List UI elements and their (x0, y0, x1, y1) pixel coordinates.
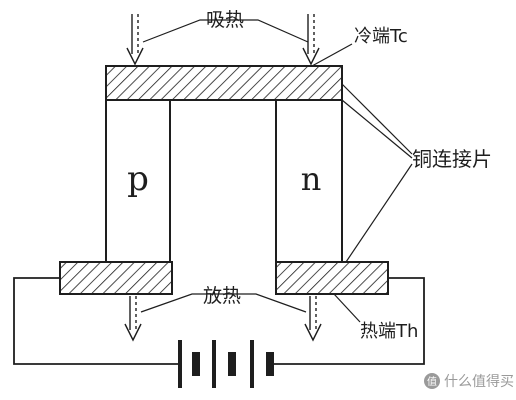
cold-end-label: 冷端Tc (354, 26, 408, 47)
circuit-wire-right (270, 277, 425, 365)
release-arrow-right (304, 296, 322, 342)
copper-connector-label: 铜连接片 (412, 147, 492, 171)
circuit-wire-left (13, 277, 180, 365)
top-copper-plate (105, 65, 343, 101)
svg-text:值: 值 (427, 375, 437, 388)
release-bracket (140, 293, 307, 313)
cold-end-leader (311, 43, 353, 67)
n-leg-label: n (301, 160, 322, 198)
watermark-logo-icon (424, 373, 440, 389)
release-arrow-left (124, 296, 142, 342)
hot-end-leader (333, 293, 361, 323)
n-type-leg (275, 99, 343, 263)
copper-leader-bottom (345, 163, 413, 263)
copper-leader-top (341, 83, 413, 155)
absorb-arrow-left (126, 14, 144, 66)
bottom-right-copper-plate (275, 261, 389, 295)
copper-leader-mid (341, 99, 413, 159)
bottom-left-copper-plate (59, 261, 173, 295)
absorb-heat-label: 吸热 (206, 9, 244, 31)
release-heat-label: 放热 (203, 285, 241, 307)
absorb-arrow-right (302, 14, 320, 66)
watermark-text: 什么值得买 (444, 373, 514, 390)
hot-end-label: 热端Th (360, 321, 418, 342)
absorb-bracket (142, 19, 309, 43)
battery-symbol (178, 340, 274, 388)
p-type-leg (105, 99, 171, 263)
p-leg-label: p (127, 159, 149, 199)
watermark: 值 什么值得买 (424, 373, 514, 390)
